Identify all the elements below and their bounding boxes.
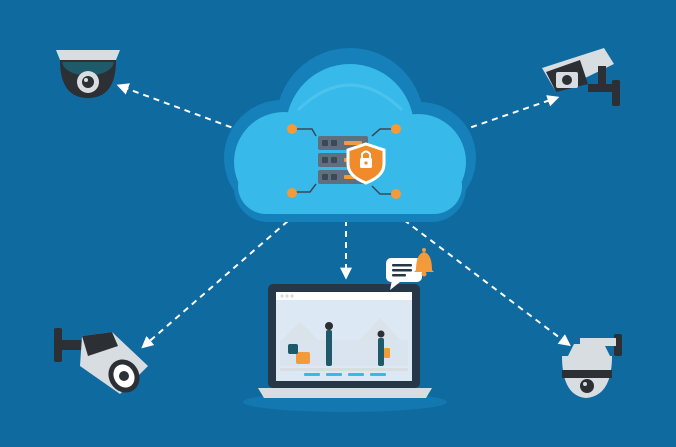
arrow-to-bullet-camera-bottom-left [141, 213, 297, 349]
lock-shield-icon [346, 142, 386, 185]
node-bottom-right [391, 189, 401, 199]
bullet-camera-top-right-icon [542, 48, 620, 106]
screen-illustration [276, 292, 412, 376]
node-top-left [287, 124, 297, 134]
network-nodes [287, 124, 401, 199]
arrow-to-ptz-camera [403, 219, 571, 347]
chat-bubble-icon [386, 258, 422, 290]
ptz-camera-icon [562, 334, 622, 398]
node-top-right [391, 124, 401, 134]
laptop-icon [243, 284, 447, 412]
arrow-to-dome-camera [116, 83, 253, 136]
notification-bell-icon [414, 248, 434, 277]
connections [116, 83, 571, 349]
dome-camera-icon [56, 50, 120, 98]
arrow-to-bullet-camera-top-right [439, 95, 560, 139]
bullet-camera-bottom-left-icon [54, 328, 148, 394]
node-bottom-left [287, 188, 297, 198]
